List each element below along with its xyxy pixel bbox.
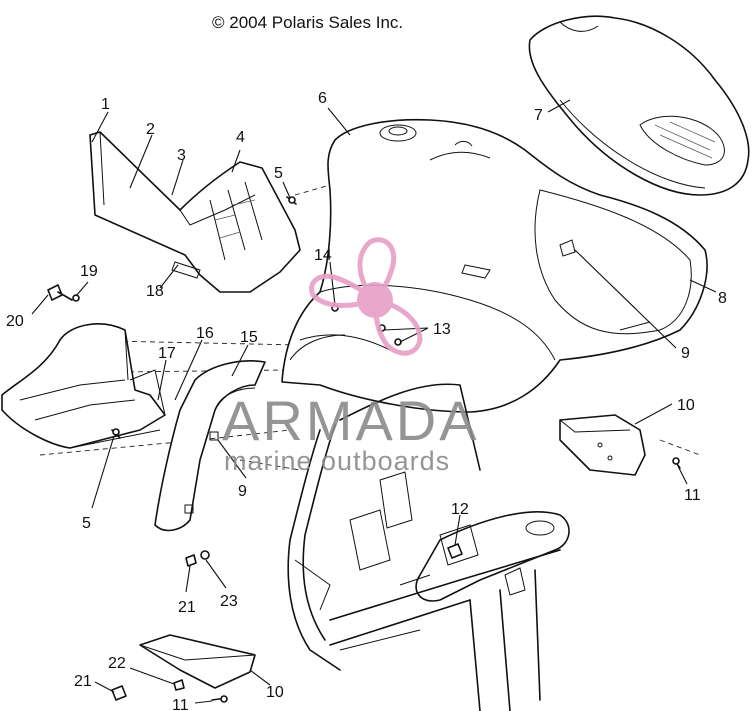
part-17-footwell: [1, 323, 166, 449]
callout-20: 20: [6, 313, 24, 330]
callout-16: 16: [196, 325, 214, 342]
callout-15: 15: [240, 329, 258, 346]
callout-21-upper: 21: [178, 599, 196, 616]
callout-4: 4: [236, 129, 245, 146]
callout-3: 3: [177, 147, 186, 164]
callout-12: 12: [451, 501, 469, 518]
callout-22: 22: [108, 655, 126, 672]
callout-23: 23: [220, 593, 238, 610]
callout-18: 18: [146, 283, 164, 300]
callout-19: 19: [80, 263, 98, 280]
copyright-text: © 2004 Polaris Sales Inc.: [212, 13, 403, 32]
callout-17: 17: [158, 345, 176, 362]
part-2-side-panel: [89, 131, 301, 293]
callout-21-lower: 21: [74, 673, 92, 690]
part-15-fender-flare: [154, 360, 266, 532]
part-10-bracket-upper: [559, 414, 646, 476]
frame-assembly: [287, 383, 570, 711]
callout-1: 1: [101, 96, 110, 113]
part-10-plate-lower: [139, 634, 256, 689]
callout-14: 14: [314, 247, 332, 264]
callout-6: 6: [318, 90, 327, 107]
callout-5-lower: 5: [82, 515, 91, 532]
watermark-brand-name: ARMADA: [222, 389, 480, 452]
callout-11-right: 11: [684, 487, 701, 504]
callout-10-upper: 10: [677, 397, 695, 414]
callout-7: 7: [534, 107, 543, 124]
callout-labels: 1 2 3 4 5 6 7 8 9 10 11 12 13 14 15 16 1…: [6, 90, 727, 711]
callout-2: 2: [146, 121, 155, 138]
leader-lines: [31, 99, 717, 704]
callout-9-right: 9: [681, 345, 690, 362]
callout-5-upper: 5: [274, 165, 283, 182]
callout-10-lower: 10: [266, 684, 284, 701]
part-6-hood: [281, 118, 708, 413]
armada-watermark: ARMADA marine outboards: [222, 237, 480, 476]
watermark-tagline: marine outboards: [224, 446, 450, 476]
callout-11-lower: 11: [172, 697, 189, 711]
fasteners: [47, 196, 681, 703]
propeller-logo: [309, 237, 423, 356]
callout-8: 8: [718, 290, 727, 307]
part-7-seat: [528, 15, 750, 196]
callout-9-left: 9: [238, 483, 247, 500]
callout-13: 13: [433, 321, 451, 338]
